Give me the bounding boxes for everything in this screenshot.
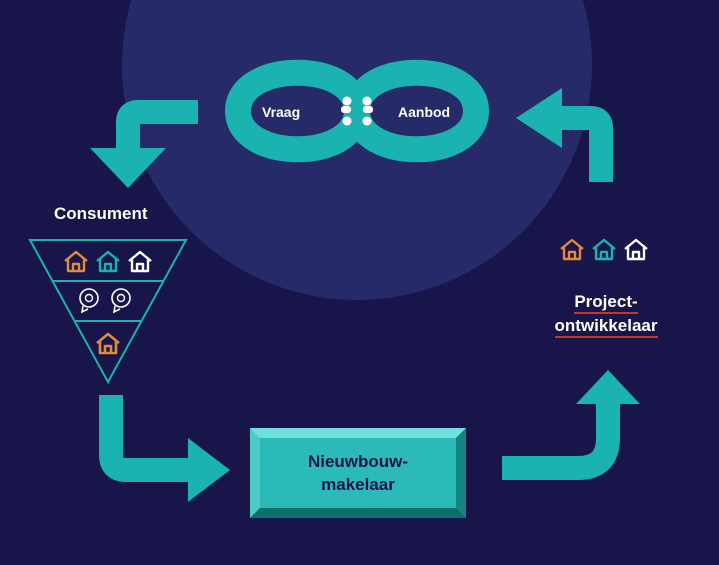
arrow-to-makelaar <box>99 395 230 502</box>
label-projectontwikkelaar: Project- ontwikkelaar <box>540 290 672 338</box>
house-icon <box>624 238 648 261</box>
house-icon <box>64 250 88 273</box>
label-project-line1: Project- <box>574 292 638 314</box>
makelaar-box-shape <box>250 428 466 518</box>
people-icon <box>341 96 373 126</box>
house-icon <box>592 238 616 261</box>
label-project-line2: ontwikkelaar <box>554 316 658 338</box>
label-vraag: Vraag <box>262 104 301 120</box>
house-icon <box>96 250 120 273</box>
idea-head-icon <box>111 288 131 314</box>
label-consument: Consument <box>54 204 148 223</box>
arrow-to-project <box>502 370 640 480</box>
background-circle <box>122 0 592 300</box>
label-aanbod: Aanbod <box>398 104 451 120</box>
idea-head-icon <box>79 288 99 314</box>
infinity-symbol <box>225 59 489 163</box>
arrow-to-infinity <box>516 88 613 182</box>
house-icon <box>128 250 152 273</box>
house-icon <box>96 332 120 355</box>
makelaar-box: Nieuwbouw- makelaar <box>250 428 466 518</box>
arrow-to-consument <box>90 100 198 188</box>
house-icon <box>560 238 584 261</box>
consumer-funnel <box>28 239 188 385</box>
label-nieuwbouwmakelaar: Nieuwbouw- makelaar <box>307 452 409 494</box>
